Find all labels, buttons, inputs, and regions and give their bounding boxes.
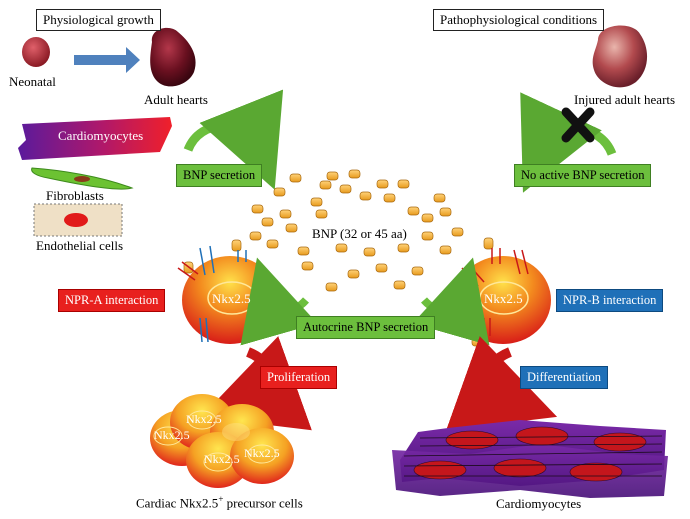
cluster-nkx-1: Nkx2.5 — [154, 428, 190, 442]
proliferation-box: Proliferation — [260, 366, 338, 389]
no-secretion-arrow — [520, 92, 617, 193]
neonatal-label: Neonatal — [9, 74, 56, 89]
precursor-prefix: Cardiac Nkx2.5 — [136, 495, 219, 511]
cardiomyocytes-caption: Cardiomyocytes — [496, 496, 582, 511]
cardiomyocyte-sheet — [392, 420, 668, 498]
growth-arrow — [74, 47, 140, 73]
bnp-secretion-arrow — [183, 89, 283, 190]
pathophysiological-title: Pathophysiological conditions — [433, 9, 605, 31]
precursor-sup: + — [218, 494, 224, 504]
cluster-nkx-4: Nkx2.5 — [244, 446, 280, 460]
physiological-growth-title: Physiological growth — [36, 9, 161, 31]
bnp-secretion-box: BNP secretion — [176, 164, 263, 187]
precursor-cluster — [150, 394, 294, 488]
differentiation-arrow — [446, 336, 558, 431]
autocrine-arrow-left — [240, 257, 318, 346]
precursor-cells-caption: Cardiac Nkx2.5+ precursor cells — [136, 494, 303, 511]
precursor-suffix: precursor cells — [223, 495, 303, 511]
bnp-peptides — [183, 169, 494, 347]
cluster-nkx-2: Nkx2.5 — [186, 412, 222, 426]
npr-b-box: NPR-B interaction — [556, 289, 664, 312]
cardiomyocytes-cell-label: Cardiomyocytes — [58, 128, 144, 143]
neonatal-heart — [22, 37, 50, 67]
autocrine-arrow-right — [412, 257, 490, 346]
block-x-icon — [561, 107, 595, 143]
bnp-form-label: BNP (32 or 45 aa) — [312, 226, 407, 241]
no-active-bnp-box: No active BNP secretion — [514, 164, 652, 187]
adult-hearts-label: Adult hearts — [144, 92, 208, 107]
cluster-nkx-3: Nkx2.5 — [204, 452, 240, 466]
adult-heart — [150, 27, 196, 87]
injured-hearts-label: Injured adult hearts — [574, 92, 676, 107]
npr-a-box: NPR-A interaction — [58, 289, 166, 312]
fibroblast-nucleus — [74, 176, 90, 182]
endothelial-cells-label: Endothelial cells — [36, 238, 124, 253]
fibroblasts-label: Fibroblasts — [46, 188, 104, 203]
differentiation-box: Differentiation — [520, 366, 609, 389]
right-nkx-label: Nkx2.5 — [484, 291, 523, 306]
autocrine-box: Autocrine BNP secretion — [296, 316, 436, 339]
cardiomyocyte-cell — [18, 117, 172, 160]
injured-heart — [592, 25, 648, 88]
left-nkx-label: Nkx2.5 — [212, 291, 251, 306]
endothelial-nucleus — [64, 213, 88, 227]
